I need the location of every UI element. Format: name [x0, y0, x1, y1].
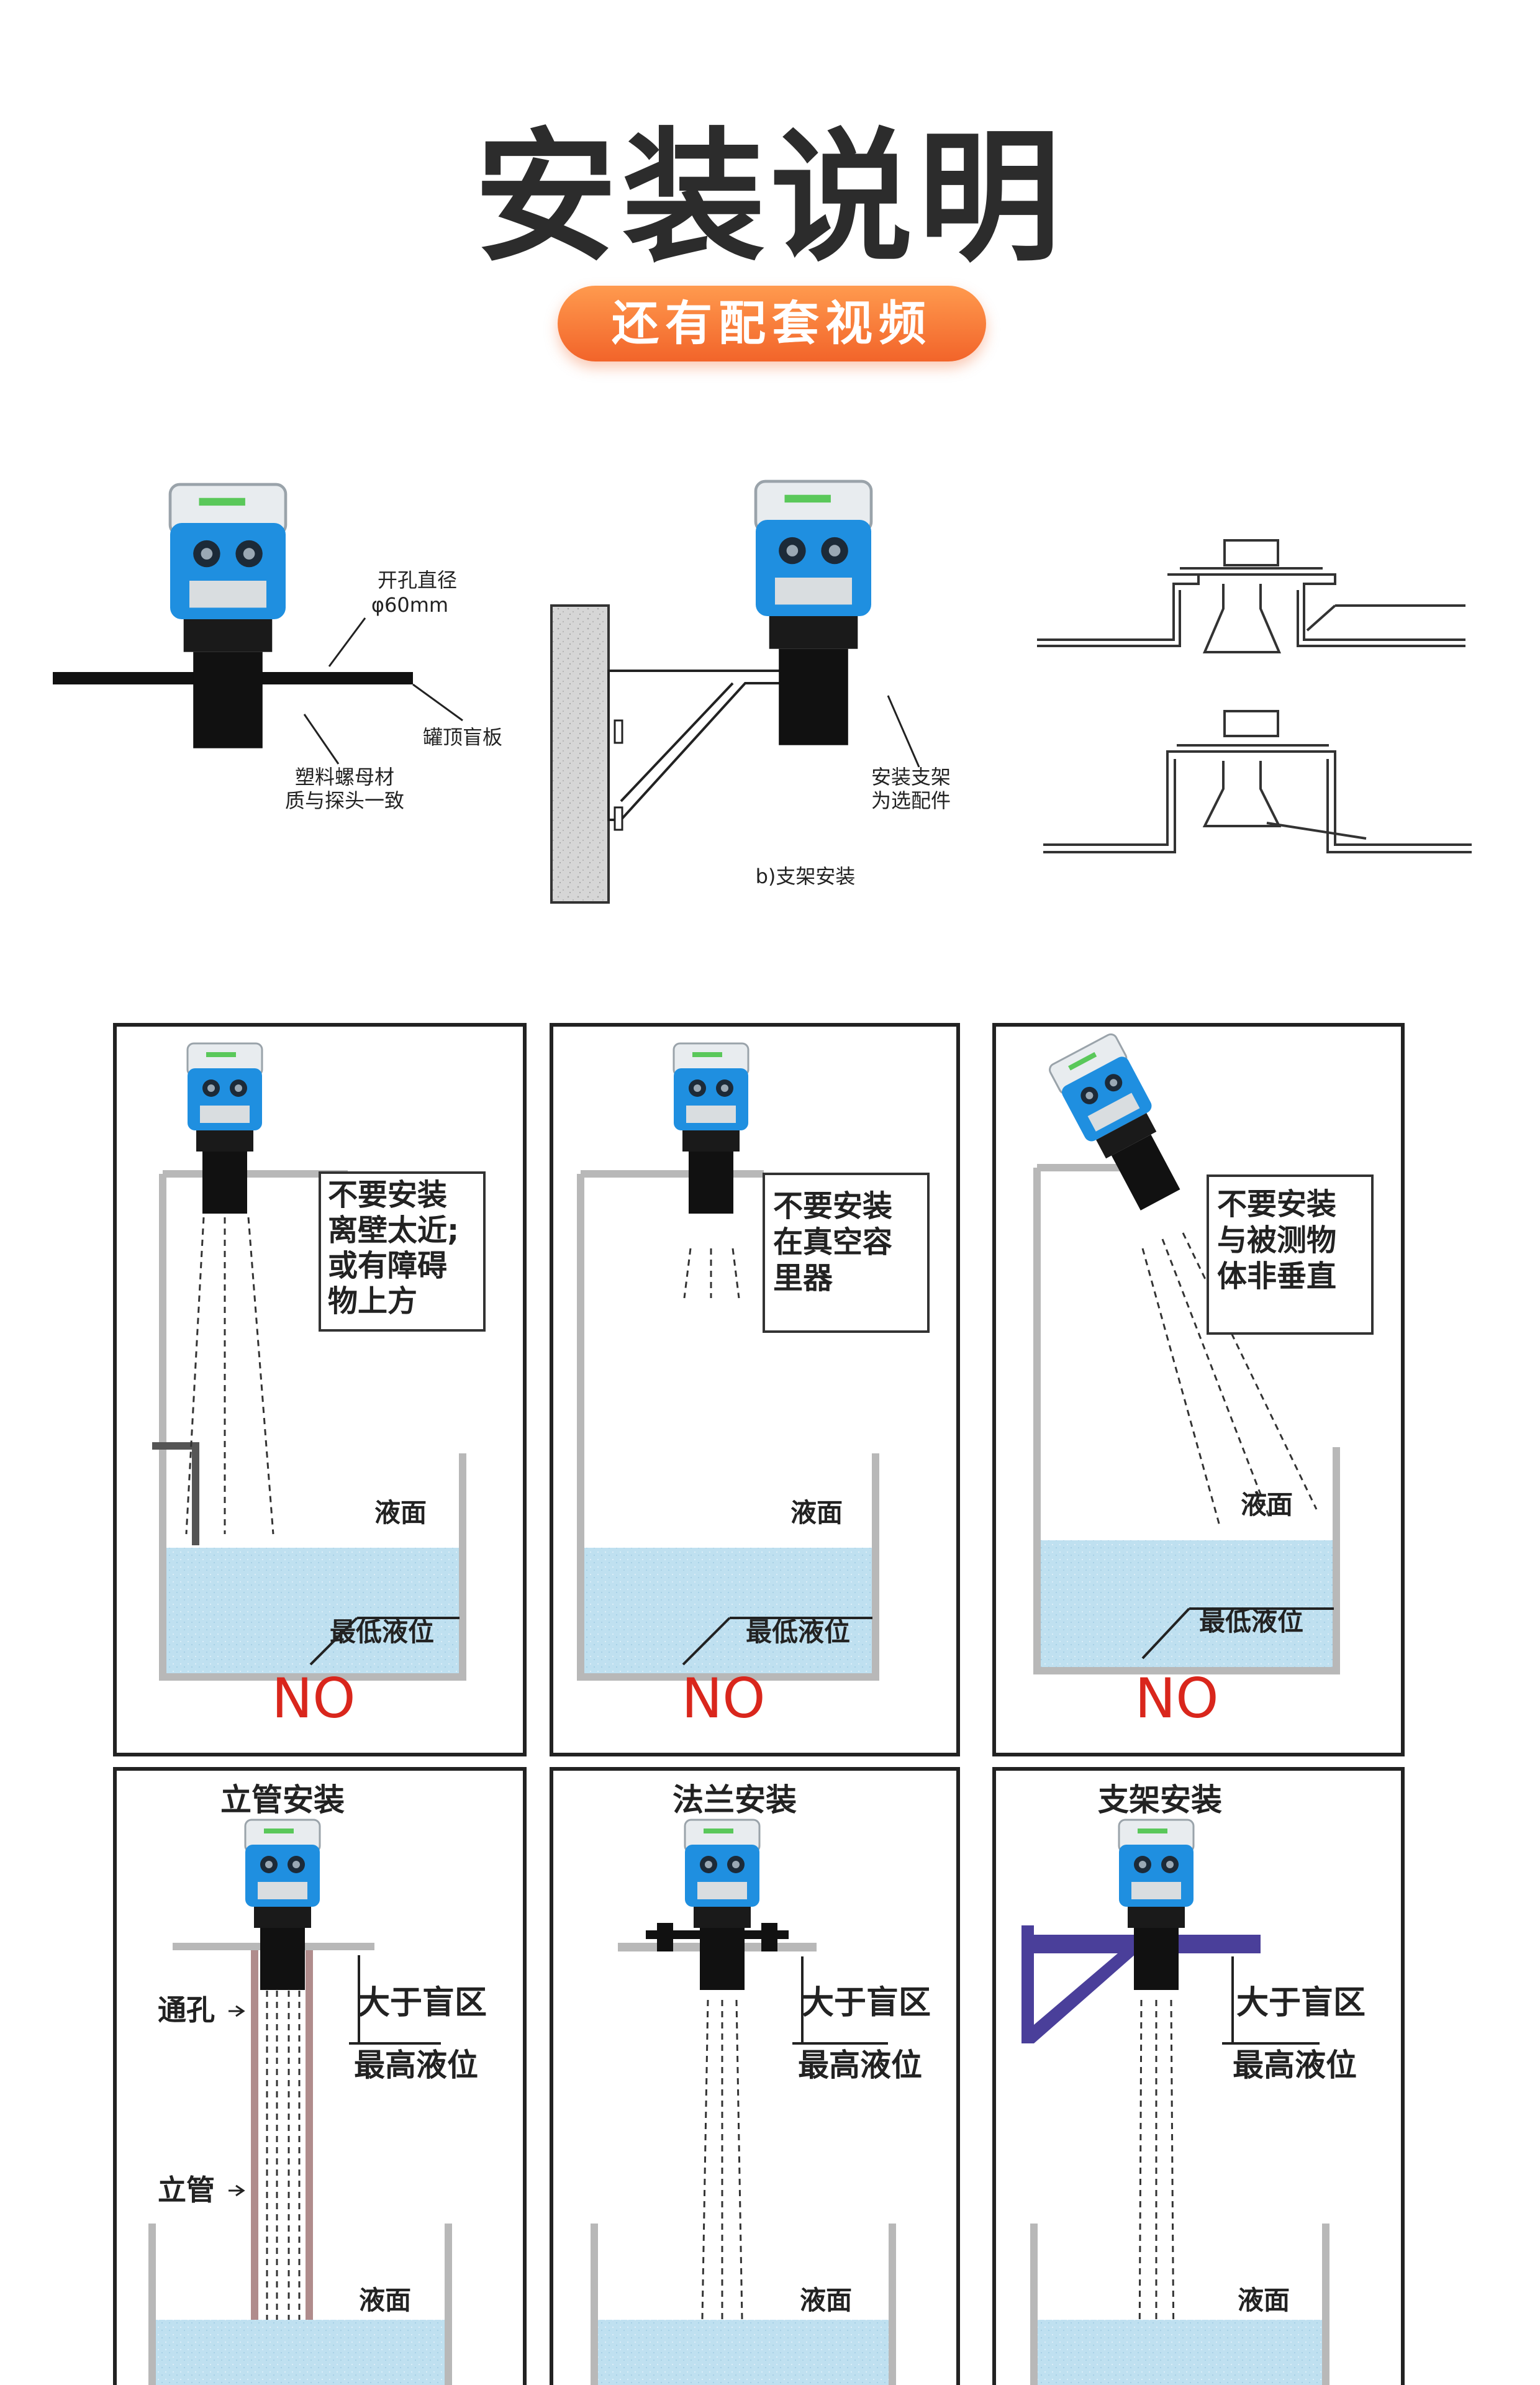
- hole-diameter-label: 开孔直径: [378, 568, 457, 592]
- panel-ok-1-art: [113, 1767, 527, 2385]
- panel-ok-3-blind-zone: 大于盲区: [1236, 1984, 1366, 2022]
- flange-diagram-top: [1037, 539, 1465, 653]
- panel-ok-1-blind-zone: 大于盲区: [358, 1984, 487, 2022]
- panel-no-1-verdict: NO: [271, 1666, 355, 1730]
- bracket-caption: b)支架安装: [756, 865, 856, 888]
- panel-no-2-note-line-1: 不要安装: [773, 1189, 892, 1224]
- nut-material-label-1: 塑料螺母材: [295, 765, 394, 789]
- panel-ok-3-max-level: 最高液位: [1233, 2047, 1357, 2083]
- panel-no-2-min-level: 最低液位: [746, 1617, 850, 1647]
- panel-ok-2-surface: 液面: [800, 2285, 852, 2315]
- panel-no-3-art: [992, 1023, 1405, 1756]
- video-button[interactable]: 还有配套视频: [558, 286, 986, 361]
- panel-no-2-art: [550, 1023, 960, 1756]
- panel-no-3-note-line-2: 与被测物: [1217, 1223, 1336, 1258]
- panel-no-3-note-line-3: 体非垂直: [1217, 1259, 1336, 1294]
- panel-no-1-note-line-2: 离壁太近;: [328, 1213, 459, 1248]
- panel-ok-2-title: 法兰安装: [673, 1782, 797, 1818]
- panel-ok-1-hole-label: 通孔: [158, 1993, 215, 2027]
- flange-diagram-bottom: [1043, 710, 1472, 853]
- panel-no-2-verdict: NO: [681, 1666, 765, 1730]
- nut-material-label-2: 质与探头一致: [285, 789, 404, 812]
- panel-no-3-min-level: 最低液位: [1199, 1606, 1303, 1637]
- panel-no-1-art: [113, 1023, 527, 1756]
- panel-no-1-note-line-1: 不要安装: [328, 1178, 447, 1212]
- hole-diameter-value: φ60mm: [371, 593, 448, 617]
- panel-ok-2-art: [550, 1767, 960, 2385]
- panel-ok-1-max-level: 最高液位: [354, 2047, 478, 2083]
- panel-ok-3-art: [992, 1767, 1405, 2385]
- page-title: 安装说明: [474, 116, 1066, 281]
- panel-no-1-min-level: 最低液位: [330, 1617, 434, 1647]
- panel-ok-2-blind-zone: 大于盲区: [802, 1984, 931, 2022]
- panel-no-2-surface: 液面: [790, 1497, 843, 1528]
- panel-no-1-note-line-3: 或有障碍: [328, 1248, 447, 1283]
- wall-bracket-diagram: [550, 481, 920, 904]
- panel-no-3-surface: 液面: [1241, 1489, 1293, 1520]
- tank-top-mount-diagram: [53, 484, 463, 765]
- panel-ok-3-surface: 液面: [1238, 2285, 1290, 2315]
- panel-ok-1-surface: 液面: [359, 2285, 411, 2315]
- bracket-note-1: 安装支架: [871, 765, 951, 789]
- panel-no-1-surface: 液面: [374, 1497, 427, 1528]
- panel-ok-1-pipe-label: 立管: [158, 2173, 215, 2207]
- tank-plate-label: 罐顶盲板: [423, 725, 502, 749]
- panel-no-3-note-line-1: 不要安装: [1217, 1187, 1336, 1222]
- panel-ok-2-max-level: 最高液位: [798, 2047, 922, 2083]
- panel-no-1-note-line-4: 物上方: [328, 1284, 417, 1319]
- panel-no-2-note-line-3: 里器: [773, 1261, 833, 1296]
- panel-no-3-verdict: NO: [1135, 1666, 1218, 1730]
- bracket-note-2: 为选配件: [871, 789, 951, 812]
- panel-ok-3-title: 支架安装: [1098, 1782, 1222, 1818]
- panel-no-2-note-line-2: 在真空容: [773, 1225, 892, 1260]
- panel-ok-1-title: 立管安装: [220, 1782, 345, 1818]
